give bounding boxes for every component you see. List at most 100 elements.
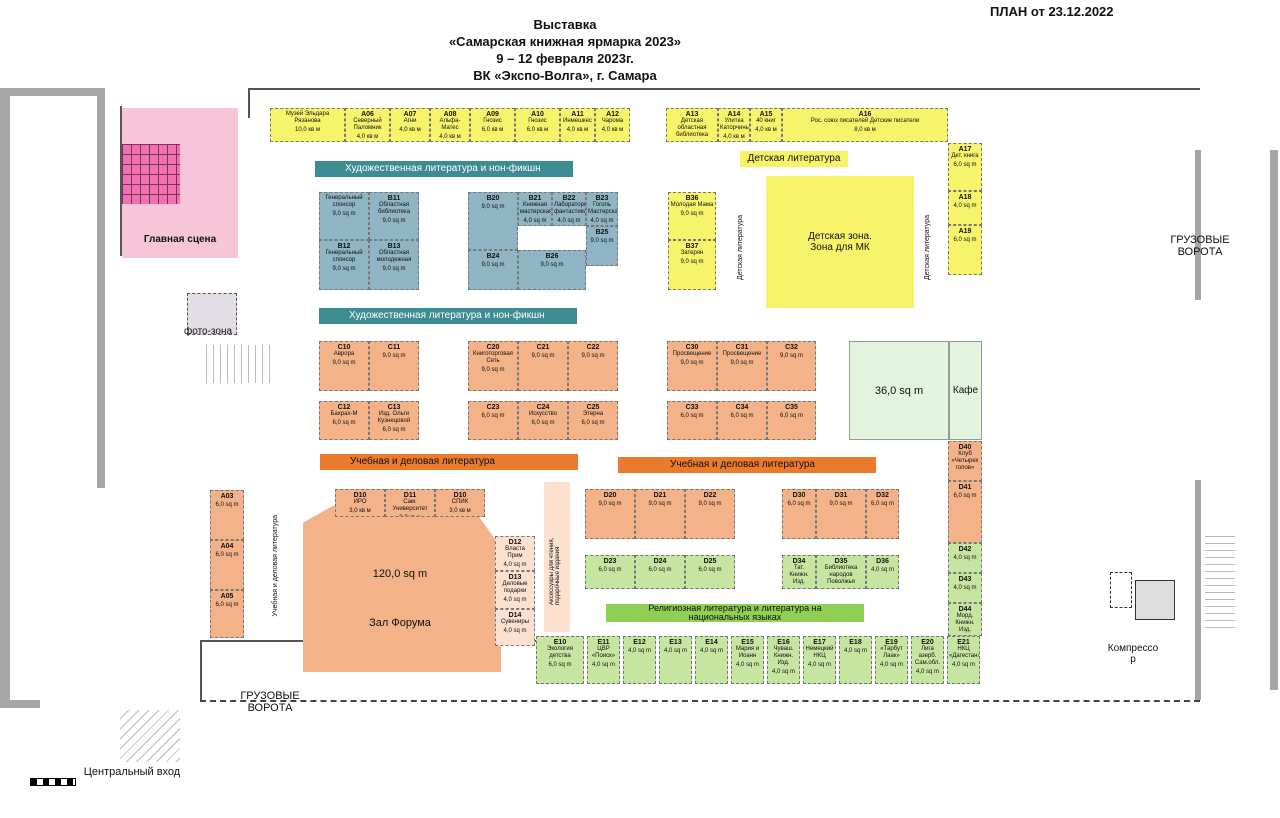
booth-area: 6,0 sq m — [215, 502, 239, 508]
booth-code: A06 — [361, 111, 374, 118]
booth-name: ЦВР «Поиск» — [591, 646, 616, 659]
booth-area: 4,0 sq m — [951, 662, 975, 668]
religious-section: Религиозная литература и литература на н… — [606, 604, 864, 622]
booth-name: Северный Паломник — [353, 118, 382, 131]
booth-area: 3,0 кв м — [349, 508, 371, 514]
booth-area: 6,0 sq m — [698, 567, 722, 573]
cafe: Кафе — [949, 341, 982, 440]
booth-code: E11 — [597, 639, 610, 646]
booth-area: 9,0 sq m — [680, 259, 704, 265]
booth-code: C30 — [685, 344, 699, 351]
booth-area: 6,0 sq m — [648, 567, 672, 573]
booth-code: E10 — [553, 639, 567, 646]
photo-zone: фото-зона — [184, 293, 237, 337]
booth-area: 4,0 sq m — [523, 218, 547, 224]
forum-hall-label: Зал Форума — [369, 617, 431, 629]
booth-name: Генеральный спонсор — [325, 250, 363, 263]
booth-name: Детская областная библиотека — [675, 118, 709, 138]
booth-code: D25 — [703, 558, 717, 565]
booth-name: Чарома — [601, 118, 624, 124]
booth-area: 6,0 sq m — [953, 493, 977, 499]
booth-code: B25 — [595, 229, 609, 236]
booth-name: Рос. союз писателей Детские писатели — [810, 118, 920, 124]
booth-area: 9,0 sq m — [680, 211, 704, 217]
booth-name: Агни — [403, 118, 417, 124]
booth-area: 9,0 sq m — [332, 360, 356, 366]
booth-name: Искусство — [528, 411, 558, 417]
booth-name: Генеральный спонсор — [325, 195, 363, 208]
booth-code: D43 — [958, 576, 972, 583]
booth-area: 4,0 sq m — [557, 218, 581, 224]
compressor-label: Компрессо р — [1107, 643, 1159, 665]
booth-area: 6,0 sq m — [730, 413, 754, 419]
building-wall-right-lower — [1195, 480, 1201, 700]
booth-b26: B26 9,0 sq m — [518, 250, 586, 290]
booth-area: 4,0 sq m — [503, 562, 527, 568]
hall-wall-top-corner — [248, 88, 250, 118]
booth-area: 4,0 sq m — [953, 203, 977, 209]
booth-name: Областная молодежная — [376, 250, 412, 263]
booth-code: A04 — [220, 543, 234, 550]
booth-name: Библиотека народов Поволжья — [824, 565, 858, 585]
booth-area: 6,0 sq m — [215, 552, 239, 558]
booth-area: 6,0 sq m — [787, 501, 811, 507]
booth-code: C31 — [735, 344, 749, 351]
building-wall-right-upper — [1195, 150, 1201, 300]
booth-area: 9,0 sq m — [598, 501, 622, 507]
booth-code: E13 — [669, 639, 682, 646]
booth-area: 4,0 sq m — [590, 218, 614, 224]
photo-zone-label: фото-зона — [184, 326, 233, 337]
booth-area: 4,0 кв м — [601, 127, 624, 133]
booth-code: A17 — [958, 146, 972, 153]
booth-name: Просвещение — [672, 351, 712, 357]
cargo-gate-right-label: ГРУЗОВЫЕ ВОРОТА — [1170, 234, 1230, 258]
booth-name: Бахрах-М — [330, 411, 358, 417]
booth-a18: A18 4,0 sq m — [948, 191, 982, 225]
booth-code: A18 — [958, 194, 972, 201]
booth-d25: D25 6,0 sq m — [685, 555, 735, 589]
booth-code: A05 — [220, 593, 234, 600]
booth-area: 6,0 sq m — [481, 413, 505, 419]
education-section-right: Учебная и деловая литература — [618, 457, 876, 473]
booth-code: C20 — [486, 344, 500, 351]
central-entrance-label: Центральный вход — [83, 766, 181, 778]
booth-code: D10 — [353, 492, 367, 499]
booth-area: 9,0 sq m — [540, 262, 564, 268]
booth-area: 10,0 кв м — [295, 127, 320, 133]
booth-name: Деловые подарки — [502, 581, 528, 594]
booth-code: B26 — [545, 253, 559, 260]
booth-area: 9,0 sq m — [332, 211, 356, 217]
cargo-gate-bottom-label: ГРУЗОВЫЕ ВОРОТА — [240, 690, 300, 714]
booth-code: B37 — [685, 243, 699, 250]
building-wall-left — [0, 88, 10, 708]
exhibition-title: Выставка «Самарская книжная ярмарка 2023… — [448, 17, 682, 83]
booth-code: A09 — [486, 111, 499, 118]
education-section-left: Учебная и деловая литература — [320, 454, 578, 470]
booth-code: C21 — [536, 344, 550, 351]
